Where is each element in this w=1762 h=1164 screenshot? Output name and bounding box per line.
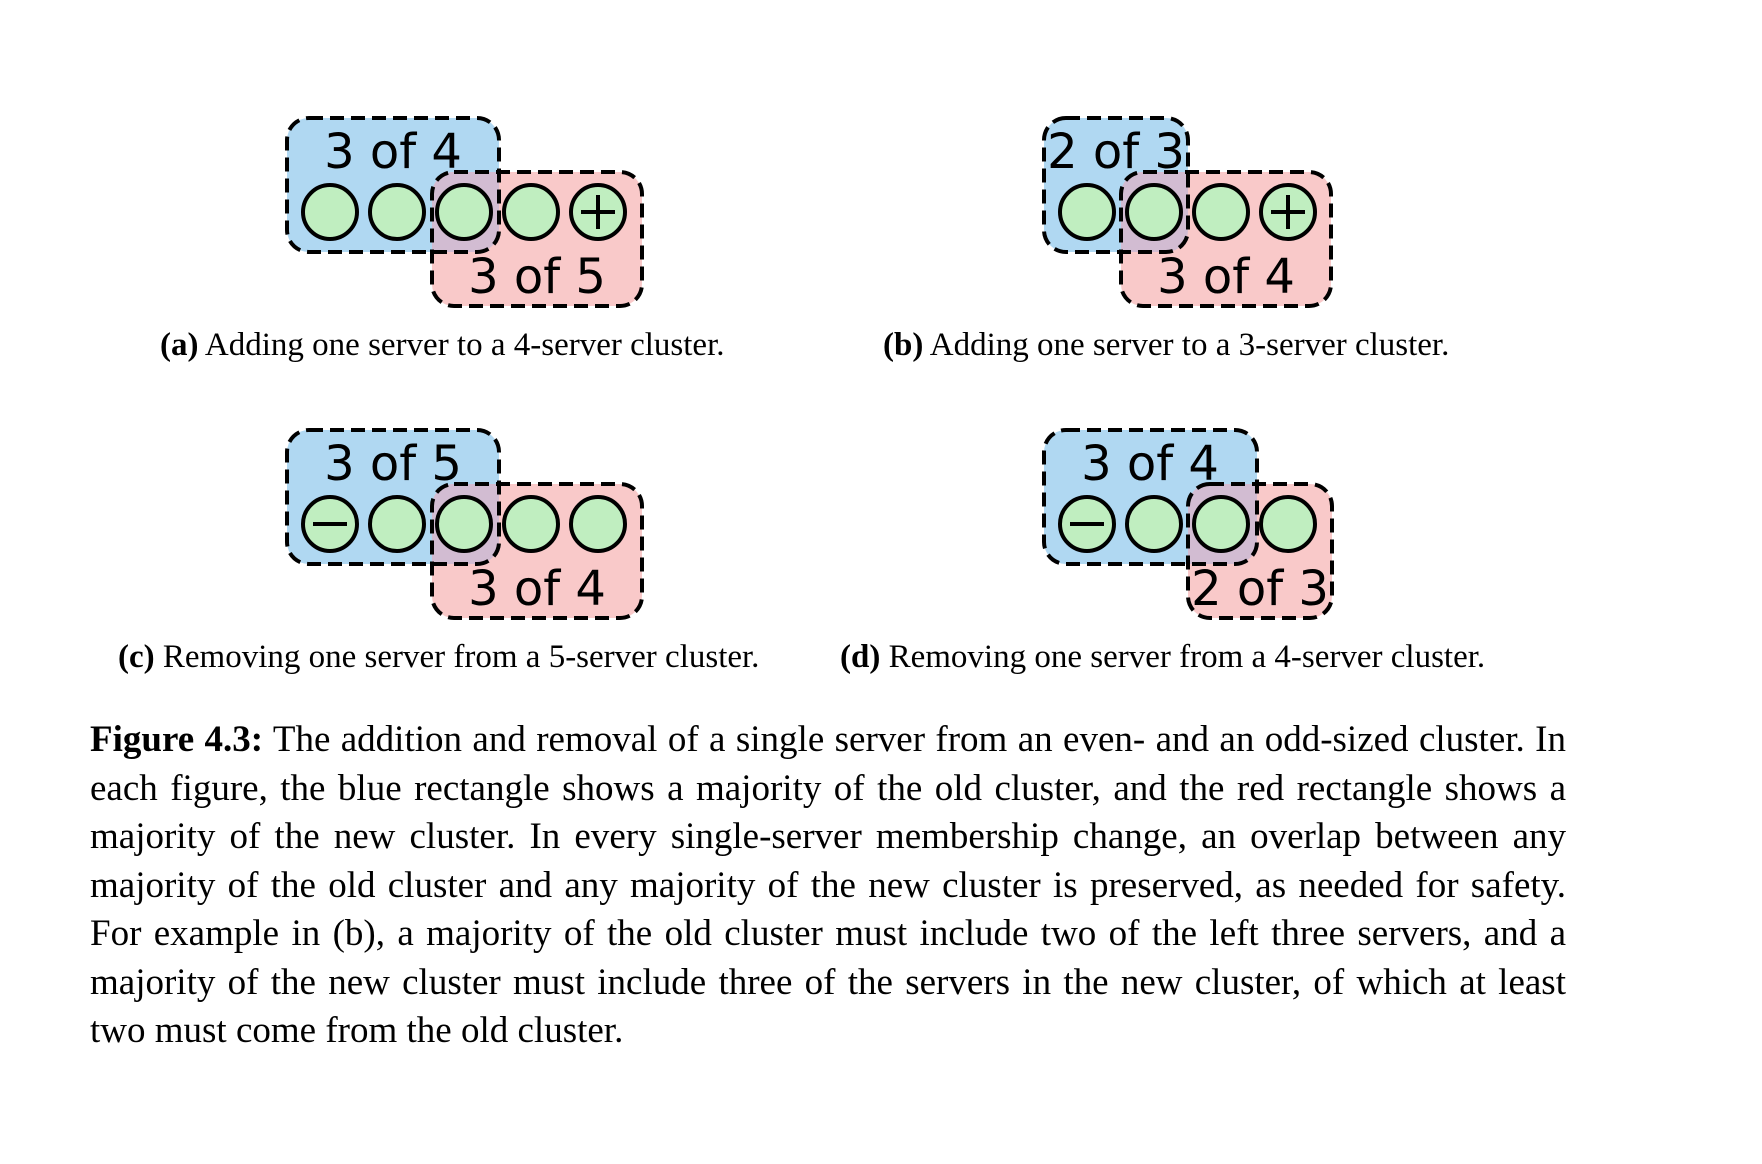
subcaption-space [155,639,163,675]
new-majority-border [430,482,644,620]
server-node [502,495,560,553]
server-node [435,495,493,553]
new-majority-label: 2 of 3 [1191,561,1329,617]
server-node [368,495,426,553]
server-remove-node [1058,495,1116,553]
server-remove-node [301,495,359,553]
subcaption-text: Removing one server from a 4-server clus… [889,639,1486,675]
panel-a: 3 of 4 3 of 5 (a) Adding one server to a… [160,116,725,363]
old-majority-label: 3 of 5 [324,436,462,492]
server-add-node [569,183,627,241]
plus-icon [1271,195,1305,229]
new-majority-label: 3 of 4 [1157,249,1295,305]
old-majority-border [1042,428,1259,566]
subcaption-text: Removing one server from a 5-server clus… [163,639,760,675]
old-majority-label: 3 of 4 [1081,436,1219,492]
new-majority-border [1119,170,1333,308]
subcaption-d: (d) Removing one server from a 4-server … [840,639,1485,675]
subcaption-text: Adding one server to a 3-server cluster. [930,327,1450,363]
old-majority-border [285,428,501,566]
server-node [1058,183,1116,241]
new-majority-label: 3 of 5 [468,249,606,305]
server-node [368,183,426,241]
new-majority-border [1186,482,1334,620]
new-majority-border [430,170,644,308]
subcaption-c: (c) Removing one server from a 5-server … [118,639,759,675]
figure-label: Figure 4.3: [90,719,264,760]
server-node [1125,183,1183,241]
server-node [1192,183,1250,241]
old-majority-border [285,116,501,254]
server-add-node [1259,183,1317,241]
panel-b: 2 of 3 3 of 4 (b) Adding one server to a… [883,116,1449,363]
server-node [1192,495,1250,553]
panel-c: 3 of 5 3 of 4 (c) Removing one server fr… [118,428,759,675]
panel-d: 3 of 4 2 of 3 (d) Removing one server fr… [840,428,1485,675]
server-node [569,495,627,553]
subcaption-tag: (a) [160,327,198,363]
subcaption-tag: (c) [118,639,155,675]
figure-caption-text: The addition and removal of a single ser… [90,719,1566,1051]
server-node [502,183,560,241]
plus-icon [581,195,615,229]
server-node [301,183,359,241]
old-majority-label: 3 of 4 [324,124,462,180]
figure-caption: Figure 4.3: The addition and removal of … [90,716,1566,1056]
subcaption-text: Adding one server to a 4-server cluster. [205,327,725,363]
old-majority-border [1042,116,1190,254]
server-node [1125,495,1183,553]
subcaption-space [880,639,888,675]
subcaption-b: (b) Adding one server to a 3-server clus… [883,327,1449,363]
server-node [435,183,493,241]
subcaption-a: (a) Adding one server to a 4-server clus… [160,327,725,363]
subcaption-tag: (b) [883,327,923,363]
old-majority-label: 2 of 3 [1047,124,1185,180]
server-node [1259,495,1317,553]
subcaption-tag: (d) [840,639,880,675]
new-majority-label: 3 of 4 [468,561,606,617]
